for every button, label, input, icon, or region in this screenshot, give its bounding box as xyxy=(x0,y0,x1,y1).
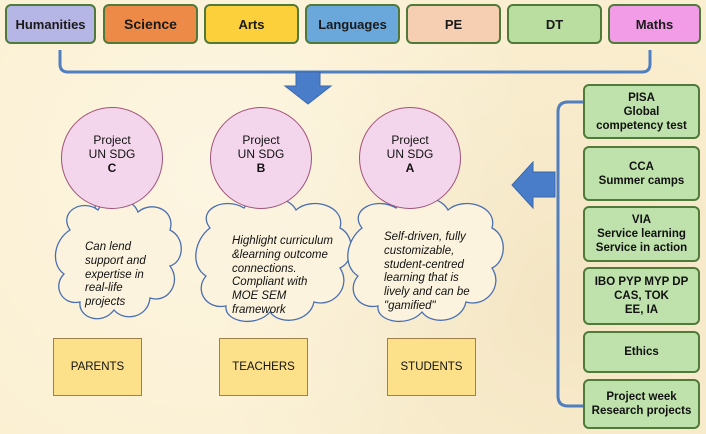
stakeholder-teachers[interactable]: TEACHERS xyxy=(219,338,308,396)
programme-line: Ethics xyxy=(624,346,659,358)
programme-line: competency test xyxy=(596,119,687,132)
cloud-line: Can lend xyxy=(85,241,132,253)
programme-pisa[interactable]: PISA Global competency test xyxy=(583,84,700,139)
subject-arts[interactable]: Arts xyxy=(204,4,299,44)
programme-line: Service learning xyxy=(597,228,686,240)
project-letter: B xyxy=(256,161,266,175)
programme-project-week[interactable]: Project week Research projects xyxy=(583,379,700,429)
subject-science[interactable]: Science xyxy=(103,4,198,44)
project-circle-a: Project UN SDG A xyxy=(359,107,461,209)
project-label: Project xyxy=(391,133,429,147)
cloud-line: customizable, xyxy=(384,244,455,257)
programme-line: Summer camps xyxy=(598,174,685,187)
cloud-line: Self-driven, fully xyxy=(384,231,466,243)
subject-pe[interactable]: PE xyxy=(406,4,501,44)
subjects-bracket xyxy=(58,50,652,74)
cloud-line: "gamified" xyxy=(384,299,436,312)
project-letter: C xyxy=(107,161,117,175)
programme-line: VIA xyxy=(631,214,652,226)
project-circle-b: Project UN SDG B xyxy=(210,107,312,209)
programme-line: CCA xyxy=(629,160,654,173)
cloud-line: real-life xyxy=(85,282,123,295)
cloud-line: support and xyxy=(85,254,146,267)
project-circle-c: Project UN SDG C xyxy=(61,107,163,209)
cloud-line: Compliant with xyxy=(232,276,308,289)
project-label: Project xyxy=(242,133,280,147)
stakeholder-students[interactable]: STUDENTS xyxy=(387,338,476,396)
subject-maths[interactable]: Maths xyxy=(608,4,701,44)
programme-line: PISA xyxy=(628,91,655,104)
programme-ethics[interactable]: Ethics xyxy=(583,331,700,373)
programme-via[interactable]: VIA Service learning Service in action xyxy=(583,206,700,262)
subject-languages[interactable]: Languages xyxy=(305,4,400,44)
project-letter: A xyxy=(405,161,415,175)
programme-line: EE, IA xyxy=(624,304,659,316)
programme-ibo[interactable]: IBO PYP MYP DP CAS, TOK EE, IA xyxy=(583,267,700,325)
programme-line: CAS, TOK xyxy=(614,290,669,302)
cloud-line: Highlight curriculum xyxy=(232,235,333,247)
cloud-line: expertise in xyxy=(85,268,144,281)
cloud-line: projects xyxy=(85,296,126,309)
project-label: Project xyxy=(93,133,131,147)
cloud-line: learning that is xyxy=(384,272,459,285)
programme-line: IBO PYP MYP DP xyxy=(594,276,689,288)
cloud-text-parents: Can lend support and expertise in real-l… xyxy=(85,241,146,310)
cloud-line: framework xyxy=(232,303,286,316)
stakeholder-parents[interactable]: PARENTS xyxy=(53,338,142,396)
cloud-line: connections. xyxy=(232,262,297,275)
cloud-text-students: Self-driven, fully customizable, student… xyxy=(384,231,470,314)
subject-humanities[interactable]: Humanities xyxy=(5,4,96,44)
subject-dt[interactable]: DT xyxy=(507,4,602,44)
cloud-line: MOE SEM xyxy=(232,290,287,303)
project-sdg-label: UN SDG xyxy=(88,147,136,161)
cloud-line: &learning outcome xyxy=(232,248,328,261)
cloud-text-teachers: Highlight curriculum &learning outcome c… xyxy=(232,235,333,318)
programme-cca[interactable]: CCA Summer camps xyxy=(583,146,700,201)
programme-line: Project week xyxy=(606,391,677,403)
cloud-line: lively and can be xyxy=(384,286,470,299)
project-sdg-label: UN SDG xyxy=(237,147,285,161)
programme-line: Service in action xyxy=(595,242,688,254)
programme-line: Global xyxy=(623,105,660,118)
side-bracket xyxy=(556,100,584,408)
cloud-line: student-centred xyxy=(384,258,464,271)
programme-line: Research projects xyxy=(591,405,692,417)
down-arrow-icon xyxy=(283,71,333,105)
project-sdg-label: UN SDG xyxy=(386,147,434,161)
left-arrow-icon xyxy=(511,160,556,210)
